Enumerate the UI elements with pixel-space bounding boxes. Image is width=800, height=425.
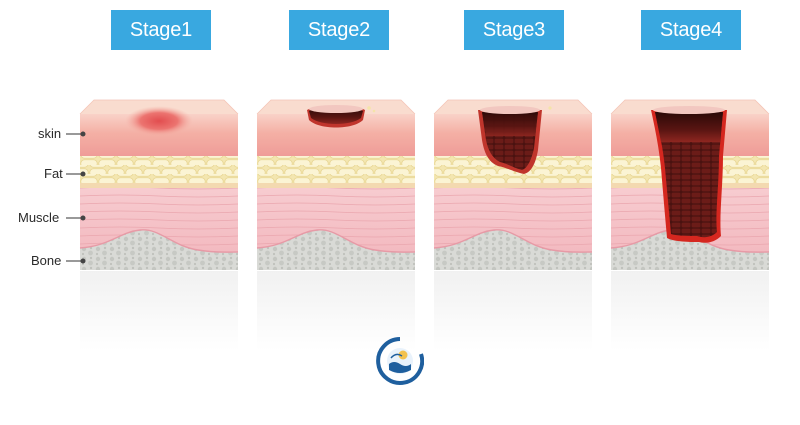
stage-1-cross-section	[79, 99, 239, 352]
layer-label-fat: Fat	[44, 166, 63, 181]
stage-4-cross-section	[610, 99, 770, 352]
stage-2-label: Stage2	[289, 10, 389, 50]
shallow-wound	[307, 105, 376, 128]
stage-4-label: Stage4	[641, 10, 741, 50]
stage-2-cross-section	[256, 99, 416, 352]
redness-spot	[125, 106, 193, 136]
full-thickness-wound	[651, 106, 727, 243]
layer-leader-lines	[66, 131, 86, 264]
stage-1-label: Stage1	[111, 10, 211, 50]
layer-label-muscle: Muscle	[18, 210, 60, 225]
stage-3-label: Stage3	[464, 10, 564, 50]
layer-label-bone: Bone	[31, 253, 62, 268]
circle-wave-logo-icon	[376, 336, 425, 386]
layer-label-skin: skin	[38, 126, 62, 141]
deep-wound	[478, 106, 552, 174]
stage-3-cross-section	[433, 99, 593, 352]
